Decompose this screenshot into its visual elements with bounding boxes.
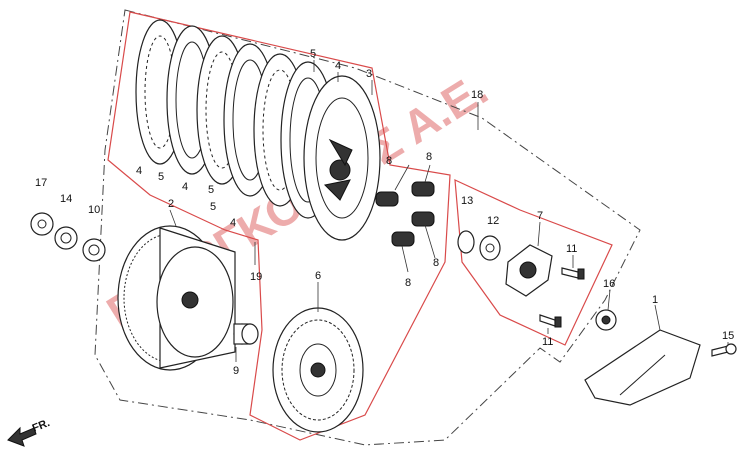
direction-label: FR. [31, 417, 52, 435]
label-part-16: 16 [603, 278, 615, 290]
assembly-frame-outline [94, 9, 641, 446]
label-part-13: 13 [461, 195, 473, 207]
label-part-5-b: 5 [208, 184, 214, 196]
label-part-4-a: 4 [136, 165, 142, 177]
label-part-14: 14 [60, 193, 72, 205]
label-part-8-c: 8 [433, 257, 439, 269]
label-part-8-d: 8 [405, 277, 411, 289]
label-part-4-b: 4 [182, 181, 188, 193]
label-part-15: 15 [722, 330, 734, 342]
bolts [539, 267, 585, 328]
label-part-11-a: 11 [566, 243, 577, 255]
washers-left [30, 212, 106, 262]
label-part-5-top: 5 [310, 48, 316, 60]
label-part-11-b: 11 [542, 336, 553, 348]
lifter-washers [457, 230, 501, 261]
label-part-1: 1 [652, 294, 658, 306]
label-part-8-a: 8 [386, 155, 392, 167]
leader-lines [169, 60, 729, 362]
label-part-3: 3 [366, 68, 372, 80]
label-part-12: 12 [487, 215, 499, 227]
bearing [595, 309, 617, 331]
front-arrow-icon [7, 426, 37, 447]
lifter-plate [505, 244, 553, 297]
lifter-group-outline [454, 179, 613, 346]
label-part-8-b: 8 [426, 151, 432, 163]
label-part-2: 2 [168, 198, 174, 210]
clutch-cover [584, 329, 701, 406]
label-part-19: 19 [250, 271, 262, 283]
collar-part [233, 323, 259, 345]
label-part-17: 17 [35, 177, 47, 189]
clutch-springs [375, 181, 435, 247]
plates-group-outline [107, 11, 451, 441]
front-direction-indicator: FR. [7, 417, 52, 447]
clutch-outer-housing [117, 225, 236, 371]
label-part-6: 6 [315, 270, 321, 282]
label-part-5-a: 5 [158, 171, 164, 183]
label-part-7: 7 [537, 210, 543, 222]
label-part-5-c: 5 [210, 201, 216, 213]
label-part-4-top: 4 [335, 60, 341, 72]
clutch-center [272, 307, 364, 433]
part-number-labels: 1 2 3 4 4 4 4 5 5 5 5 6 7 8 8 8 8 9 10 1… [35, 48, 734, 377]
clutch-plates-stack [135, 19, 381, 241]
cover-bolt [711, 343, 737, 357]
label-part-9: 9 [233, 365, 239, 377]
label-part-4-c: 4 [230, 217, 236, 229]
label-part-10: 10 [88, 204, 100, 216]
label-part-18: 18 [471, 89, 483, 101]
